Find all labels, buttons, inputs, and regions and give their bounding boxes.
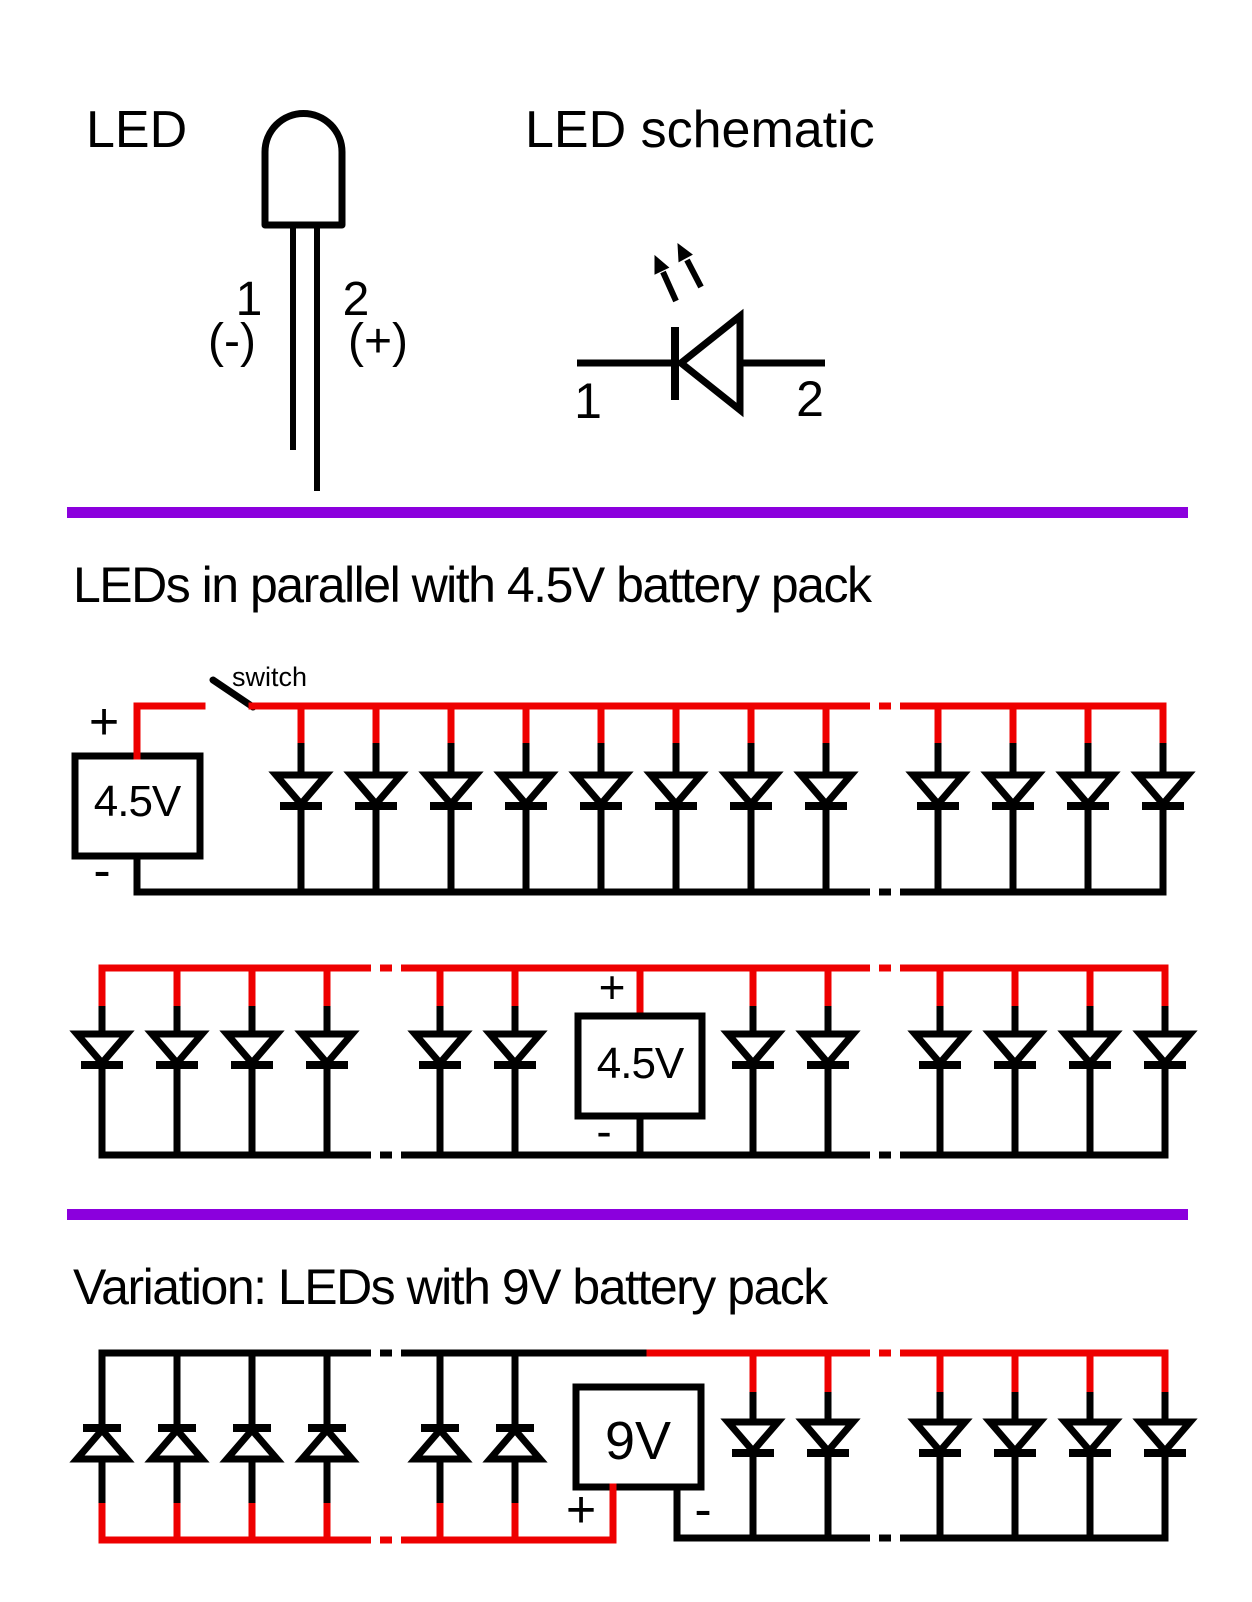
section2-heading: Variation: LEDs with 9V battery pack <box>73 1259 828 1315</box>
battery3-minus-label: - <box>694 1481 712 1539</box>
led-pin1-number: 1 <box>235 273 263 326</box>
led-pin2-number: 2 <box>342 273 370 326</box>
section1-heading: LEDs in parallel with 4.5V battery pack <box>73 557 872 613</box>
led-schematic-label: LED schematic <box>525 101 875 159</box>
schematic-pin2-number: 2 <box>796 371 824 427</box>
battery1-minus-label: - <box>93 842 111 900</box>
led-pin1-polarity: (-) <box>208 315 256 368</box>
battery2-minus-label: - <box>596 1105 612 1157</box>
switch-label: switch <box>232 662 308 692</box>
battery3-voltage-label: 9V <box>604 1411 672 1471</box>
battery1-voltage-label: 4.5V <box>93 777 182 826</box>
battery3-plus-label: + <box>565 1481 597 1539</box>
led-label: LED <box>86 101 188 159</box>
led-pin2-polarity: (+) <box>348 315 408 368</box>
battery1-plus-label: + <box>88 693 120 751</box>
battery2-voltage-label: 4.5V <box>596 1039 685 1088</box>
schematic-pin1-number: 1 <box>574 373 602 429</box>
battery2-plus-label: + <box>598 961 626 1013</box>
